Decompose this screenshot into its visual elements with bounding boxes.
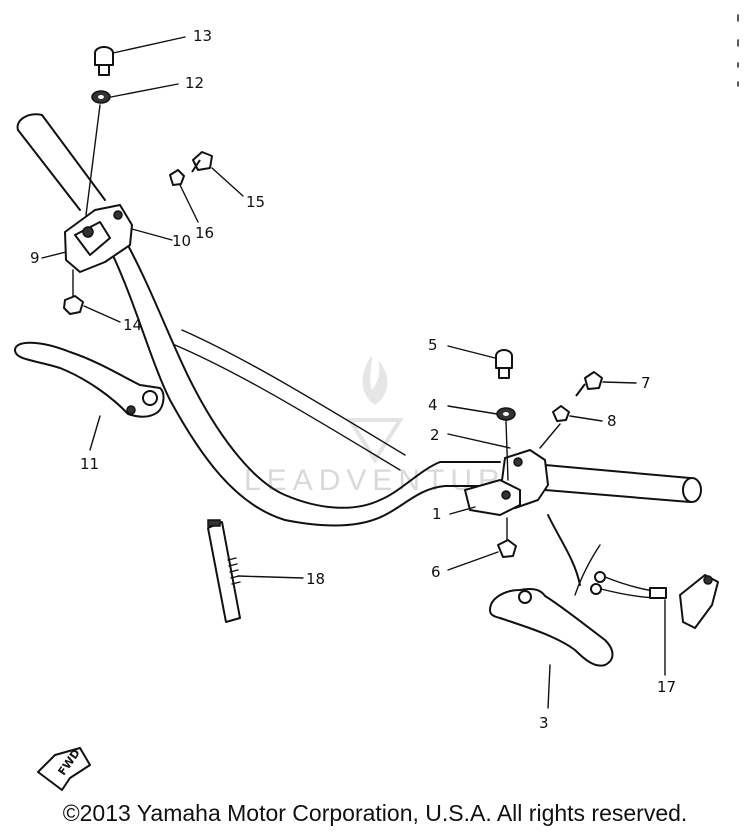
callout-13: 13 <box>193 27 212 45</box>
switch-assembly-17 <box>547 514 719 629</box>
callout-12: 12 <box>185 74 204 92</box>
callout-1: 1 <box>432 505 442 523</box>
callout-18: 18 <box>306 570 325 588</box>
callout-15: 15 <box>246 193 265 211</box>
bolt-7 <box>575 371 603 397</box>
nut-16 <box>169 169 185 186</box>
forward-direction-arrow: FWD <box>37 747 91 791</box>
left-handlebar-clamp <box>64 204 133 273</box>
callout-11: 11 <box>80 455 99 473</box>
callout-16: 16 <box>195 224 214 242</box>
callout-7: 7 <box>641 374 651 392</box>
bolt-5 <box>495 349 513 379</box>
cable-strap-18 <box>207 519 241 623</box>
brake-lever-3 <box>489 587 614 667</box>
right-lever-holder <box>464 449 549 516</box>
callout-8: 8 <box>607 412 617 430</box>
watermark-logo <box>346 355 404 464</box>
nut-8 <box>552 405 570 422</box>
nut-6 <box>497 539 517 558</box>
callout-6: 6 <box>431 563 441 581</box>
callout-2: 2 <box>430 426 440 444</box>
copyright-notice: ©2013 Yamaha Motor Corporation, U.S.A. A… <box>62 800 688 826</box>
callout-numbers: 13 12 15 16 10 9 14 11 5 4 2 1 6 7 8 3 1… <box>30 27 676 732</box>
bolt-15 <box>191 151 213 173</box>
callout-14: 14 <box>123 316 142 334</box>
clutch-lever-11 <box>14 341 165 418</box>
handlebar <box>16 113 702 527</box>
callout-4: 4 <box>428 396 438 414</box>
callout-10: 10 <box>172 232 191 250</box>
callout-9: 9 <box>30 249 40 267</box>
callout-3: 3 <box>539 714 549 732</box>
leader-lines <box>41 36 666 709</box>
bolt-13 <box>94 46 114 76</box>
callout-17: 17 <box>657 678 676 696</box>
callout-5: 5 <box>428 336 438 354</box>
bolt-axis-line <box>85 104 101 216</box>
nut-14 <box>63 295 84 315</box>
